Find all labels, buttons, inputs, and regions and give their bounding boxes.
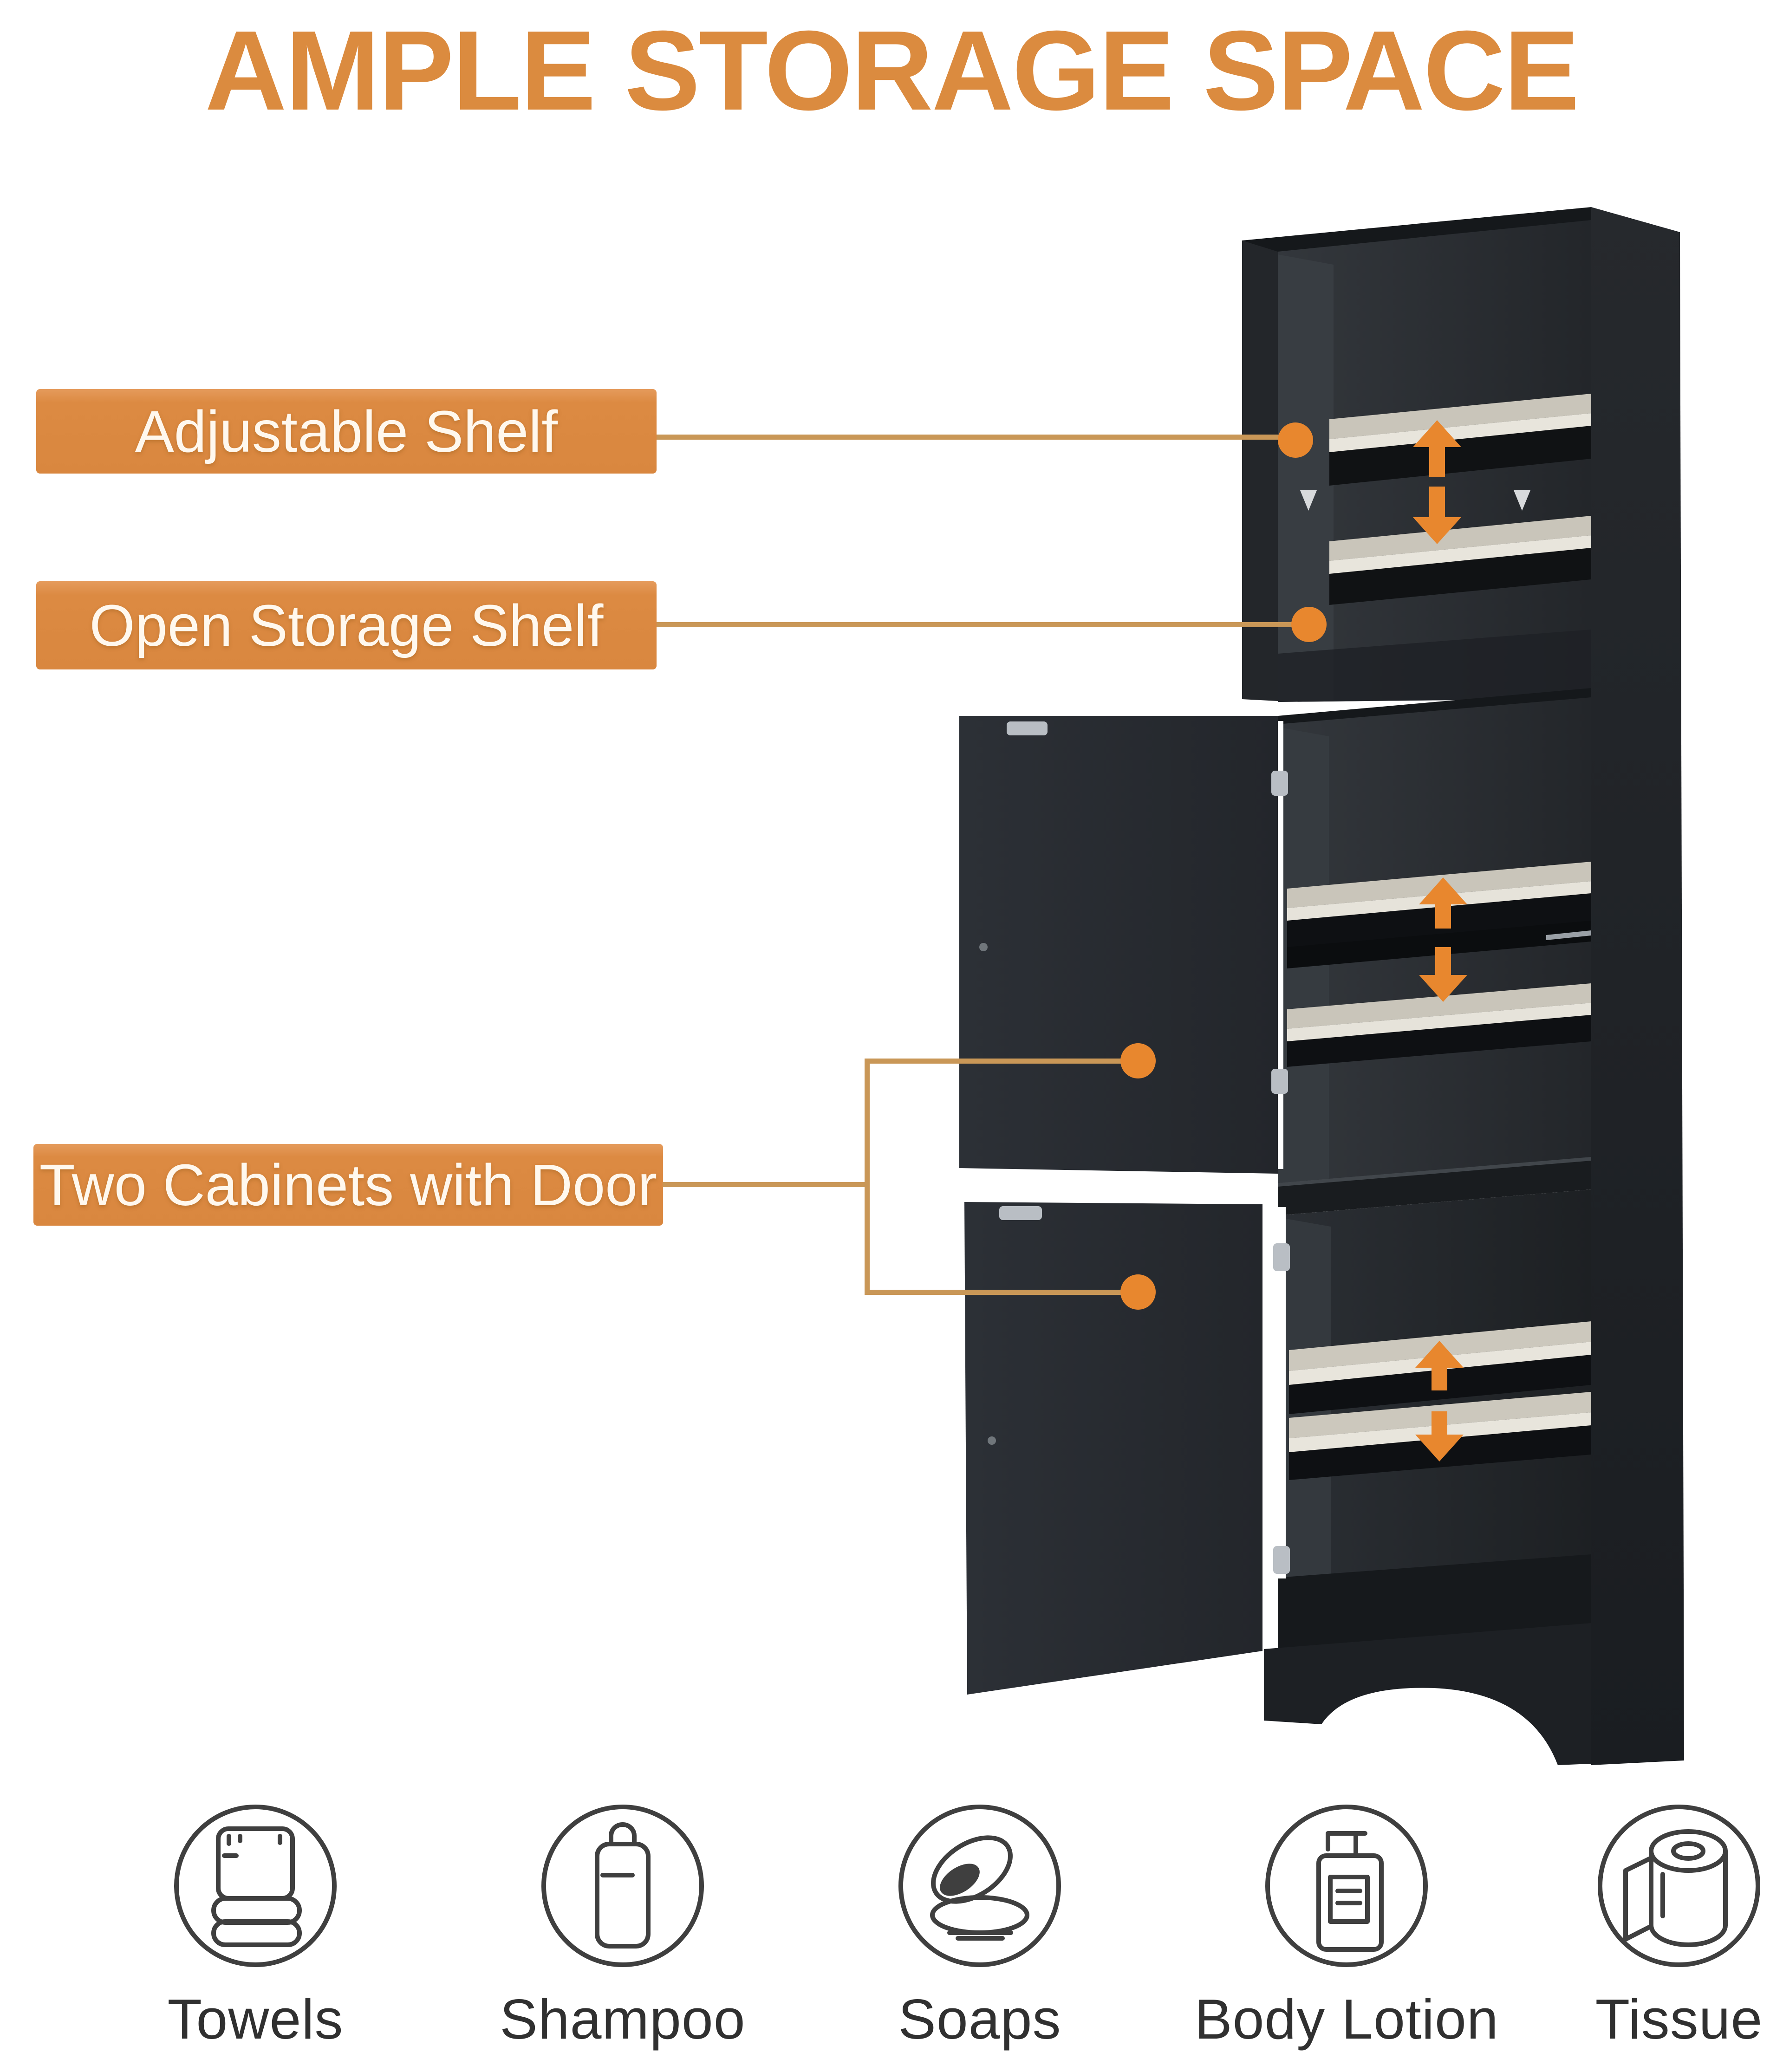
shampoo-icon [541,1805,704,1967]
marker-dot [1291,607,1327,642]
arrow-down-icon [1413,517,1461,544]
page-title: AMPLE STORAGE SPACE [205,7,1579,134]
shelf-clip [1300,490,1317,511]
callout-adjustable-shelf: Adjustable Shelf [36,389,657,474]
lower-cabinet-door [964,1202,1262,1695]
marker-dot [1120,1043,1156,1078]
arched-base [1264,1623,1591,1765]
feature-body-lotion [1261,1800,1432,1972]
tissue-icon [1598,1805,1760,1967]
hinge-icon [1271,771,1288,796]
body-lotion-icon [1265,1805,1428,1967]
hinge-icon [1273,1546,1290,1574]
hutch-adjustable-shelf [1329,394,1591,486]
door-knob-hole [988,1436,996,1445]
arrow-up-icon [1419,877,1467,904]
feature-shampoo [537,1800,709,1972]
hinge-icon [1271,1069,1288,1094]
marker-dot [1278,422,1313,458]
door-knob-hole [979,943,988,951]
arrow-down-icon [1419,975,1467,1002]
leader-line-open-storage-shelf [657,607,1327,642]
feature-label-tissue: Tissue [1595,1988,1763,2051]
marker-dot [1120,1274,1156,1310]
feature-label-towels: Towels [167,1988,344,2051]
bottom-cabinet-section [1264,1189,1591,1765]
arrow-up-icon [1415,1341,1464,1368]
middle-cabinet-section [1278,688,1591,1215]
feature-towels [169,1800,341,1972]
leader-line-adjustable-shelf [657,422,1313,458]
leader-line-two-cabinets [663,1043,1156,1310]
hutch-section [1242,207,1591,702]
feature-tissue [1593,1800,1765,1972]
feature-soaps [894,1800,1066,1972]
cabinet-right-side-panel [1591,207,1684,1765]
arrow-up-icon [1413,420,1461,447]
callout-label: Adjustable Shelf [135,398,558,464]
shelf-adjust-arrows [1415,1341,1464,1461]
hinge-icon [1273,1243,1290,1271]
arrow-down-icon [1415,1435,1464,1461]
soaps-icon [898,1805,1061,1967]
door-catch-plate [1007,721,1048,735]
callout-two-cabinets-with-door: Two Cabinets with Door [33,1144,663,1226]
callout-label: Open Storage Shelf [89,592,604,658]
shelf-adjust-arrows [1413,420,1461,544]
feature-label-shampoo: Shampoo [500,1988,746,2051]
feature-label-soaps: Soaps [898,1988,1061,2051]
door-hinges [1271,771,1290,1574]
callout-label: Two Cabinets with Door [39,1152,657,1218]
towels-icon [174,1805,337,1967]
feature-label-body-lotion: Body Lotion [1194,1988,1499,2051]
door-catch-plate [999,1206,1042,1220]
shelf-clip [1514,490,1530,511]
upper-cabinet-door [959,716,1278,1174]
callout-open-storage-shelf: Open Storage Shelf [36,581,657,669]
shelf-adjust-arrows [1419,877,1467,1002]
cabinet [959,207,1684,1765]
hutch-open-storage-shelf [1329,516,1591,605]
